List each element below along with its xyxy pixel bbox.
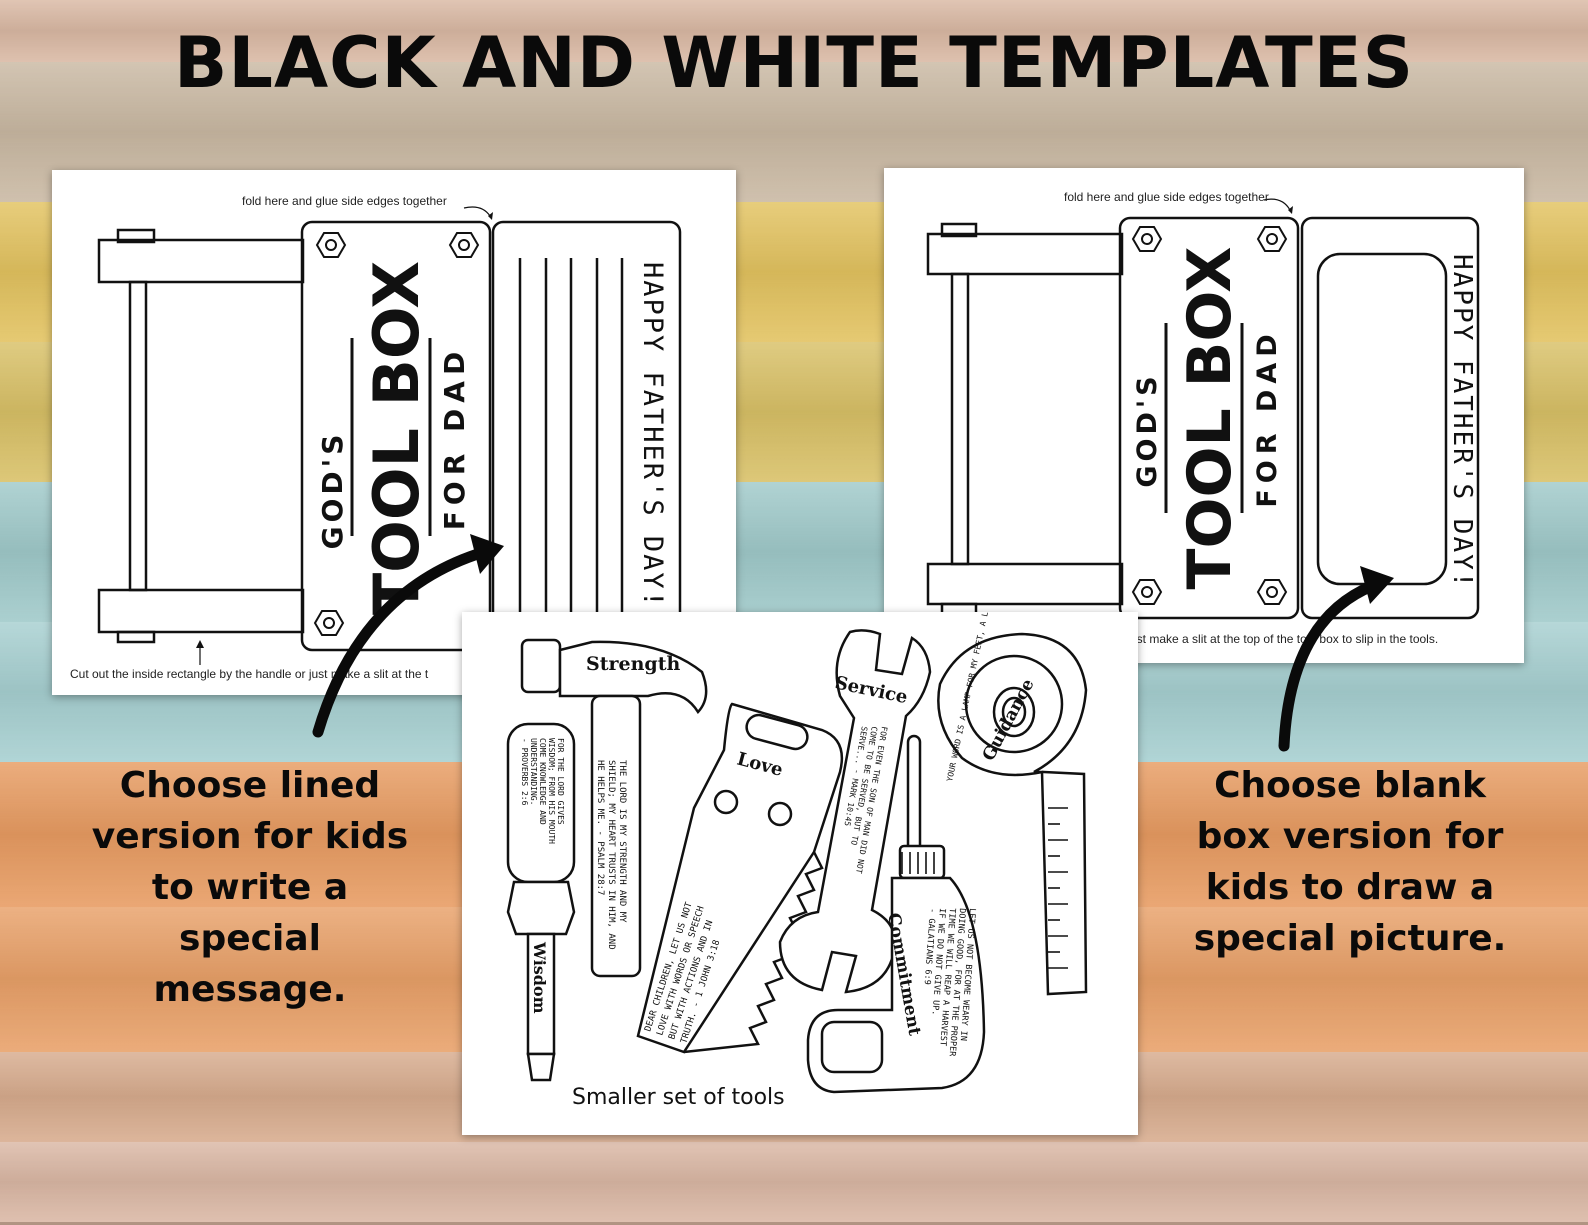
lined-template-drawing: GOD'S TOOL BOX FOR DAD HAPPY FATHER'S DA…	[97, 206, 682, 674]
bolt-icon	[313, 610, 345, 636]
box-back-panel	[1300, 216, 1480, 620]
wood-plank	[0, 0, 1588, 65]
handle-cap	[116, 228, 156, 244]
arrow-to-blank-icon	[1278, 580, 1378, 752]
fold-note: fold here and glue side edges together	[1064, 190, 1269, 204]
box-front-panel	[1118, 216, 1300, 620]
arrow-to-lined-icon	[312, 546, 490, 738]
tools-sheet: Strength THE LORD IS MY STRENGTH AND MY …	[462, 612, 1138, 1135]
handle-bar-bottom	[926, 562, 1124, 606]
wisdom-verse-4: UNDERSTANDING.	[529, 738, 538, 805]
blank-caption-line: kids to draw a	[1205, 867, 1495, 908]
for-dad-label: FOR DAD	[438, 346, 471, 530]
blank-caption: Choose blank box version for kids to dra…	[1160, 760, 1540, 964]
strength-label: Strength	[586, 653, 680, 675]
lined-caption: Choose lined version for kids to write a…	[60, 760, 440, 1015]
strength-verse-3: HE HELPS ME. - PSALM 28:7	[595, 760, 605, 895]
box-front-panel	[300, 220, 492, 652]
lined-caption-line: Choose lined	[119, 765, 381, 806]
handle-cap	[940, 222, 978, 238]
bolt-icon	[448, 232, 480, 258]
hammer-icon	[520, 638, 708, 978]
glue-bottle-icon	[806, 734, 986, 1094]
wood-plank	[0, 1142, 1588, 1225]
lined-caption-line: message.	[153, 969, 347, 1010]
blank-caption-line: box version for	[1196, 816, 1504, 857]
wisdom-verse-5: - PROVERBS 2:6	[520, 738, 529, 806]
blank-template-sheet: GOD'S TOOL BOX FOR DAD HAPPY FATHER'S DA…	[884, 168, 1524, 663]
wisdom-verse-3: COME KNOWLEDGE AND	[538, 738, 547, 825]
bolt-icon	[1131, 226, 1163, 252]
lined-caption-line: special	[179, 918, 321, 959]
blank-caption-line: Choose blank	[1214, 765, 1486, 806]
screwdriver-icon	[506, 722, 576, 1082]
blank-caption-line: special picture.	[1193, 918, 1507, 959]
greeting-label: HAPPY FATHER'S DAY!	[1447, 254, 1477, 589]
toolbox-label: TOOL BOX	[1175, 247, 1245, 590]
tools-caption: Smaller set of tools	[572, 1085, 785, 1110]
cut-note: r just make a slit at the top of the too…	[1120, 632, 1439, 646]
toolbox-label: TOOL BOX	[360, 261, 433, 615]
wisdom-verse-2: WISDOM; FROM HIS MOUTH	[547, 738, 556, 844]
gods-label: GOD'S	[316, 431, 349, 550]
lined-caption-line: to write a	[151, 867, 349, 908]
greeting-label: HAPPY FATHER'S DAY!	[637, 262, 668, 609]
lined-caption-line: version for kids	[91, 816, 409, 857]
bolt-icon	[1131, 579, 1163, 605]
blank-template-drawing: GOD'S TOOL BOX FOR DAD HAPPY FATHER'S DA…	[926, 198, 1480, 620]
wisdom-label: Wisdom	[530, 941, 549, 1014]
gods-label: GOD'S	[1132, 372, 1163, 487]
saw-icon	[636, 702, 844, 1054]
bolt-icon	[1256, 226, 1288, 252]
handle-cap	[116, 630, 156, 644]
handle-bar-top	[926, 232, 1124, 276]
bolt-icon	[315, 232, 347, 258]
for-dad-label: FOR DAD	[1252, 328, 1283, 507]
arrowhead-icon	[470, 534, 504, 574]
tools-drawing: Strength THE LORD IS MY STRENGTH AND MY …	[506, 612, 1088, 1110]
arrowhead-icon	[1360, 566, 1394, 604]
bolt-icon	[1256, 579, 1288, 605]
page-title: BLACK AND WHITE TEMPLATES	[174, 22, 1414, 104]
strength-verse-1: THE LORD IS MY STRENGTH AND MY	[617, 760, 627, 923]
wisdom-verse-1: FOR THE LORD GIVES	[556, 738, 565, 825]
fold-note: fold here and glue side edges together	[242, 194, 447, 208]
strength-verse-2: SHIELD; MY HEART TRUSTS IN HIM, AND	[606, 760, 616, 950]
